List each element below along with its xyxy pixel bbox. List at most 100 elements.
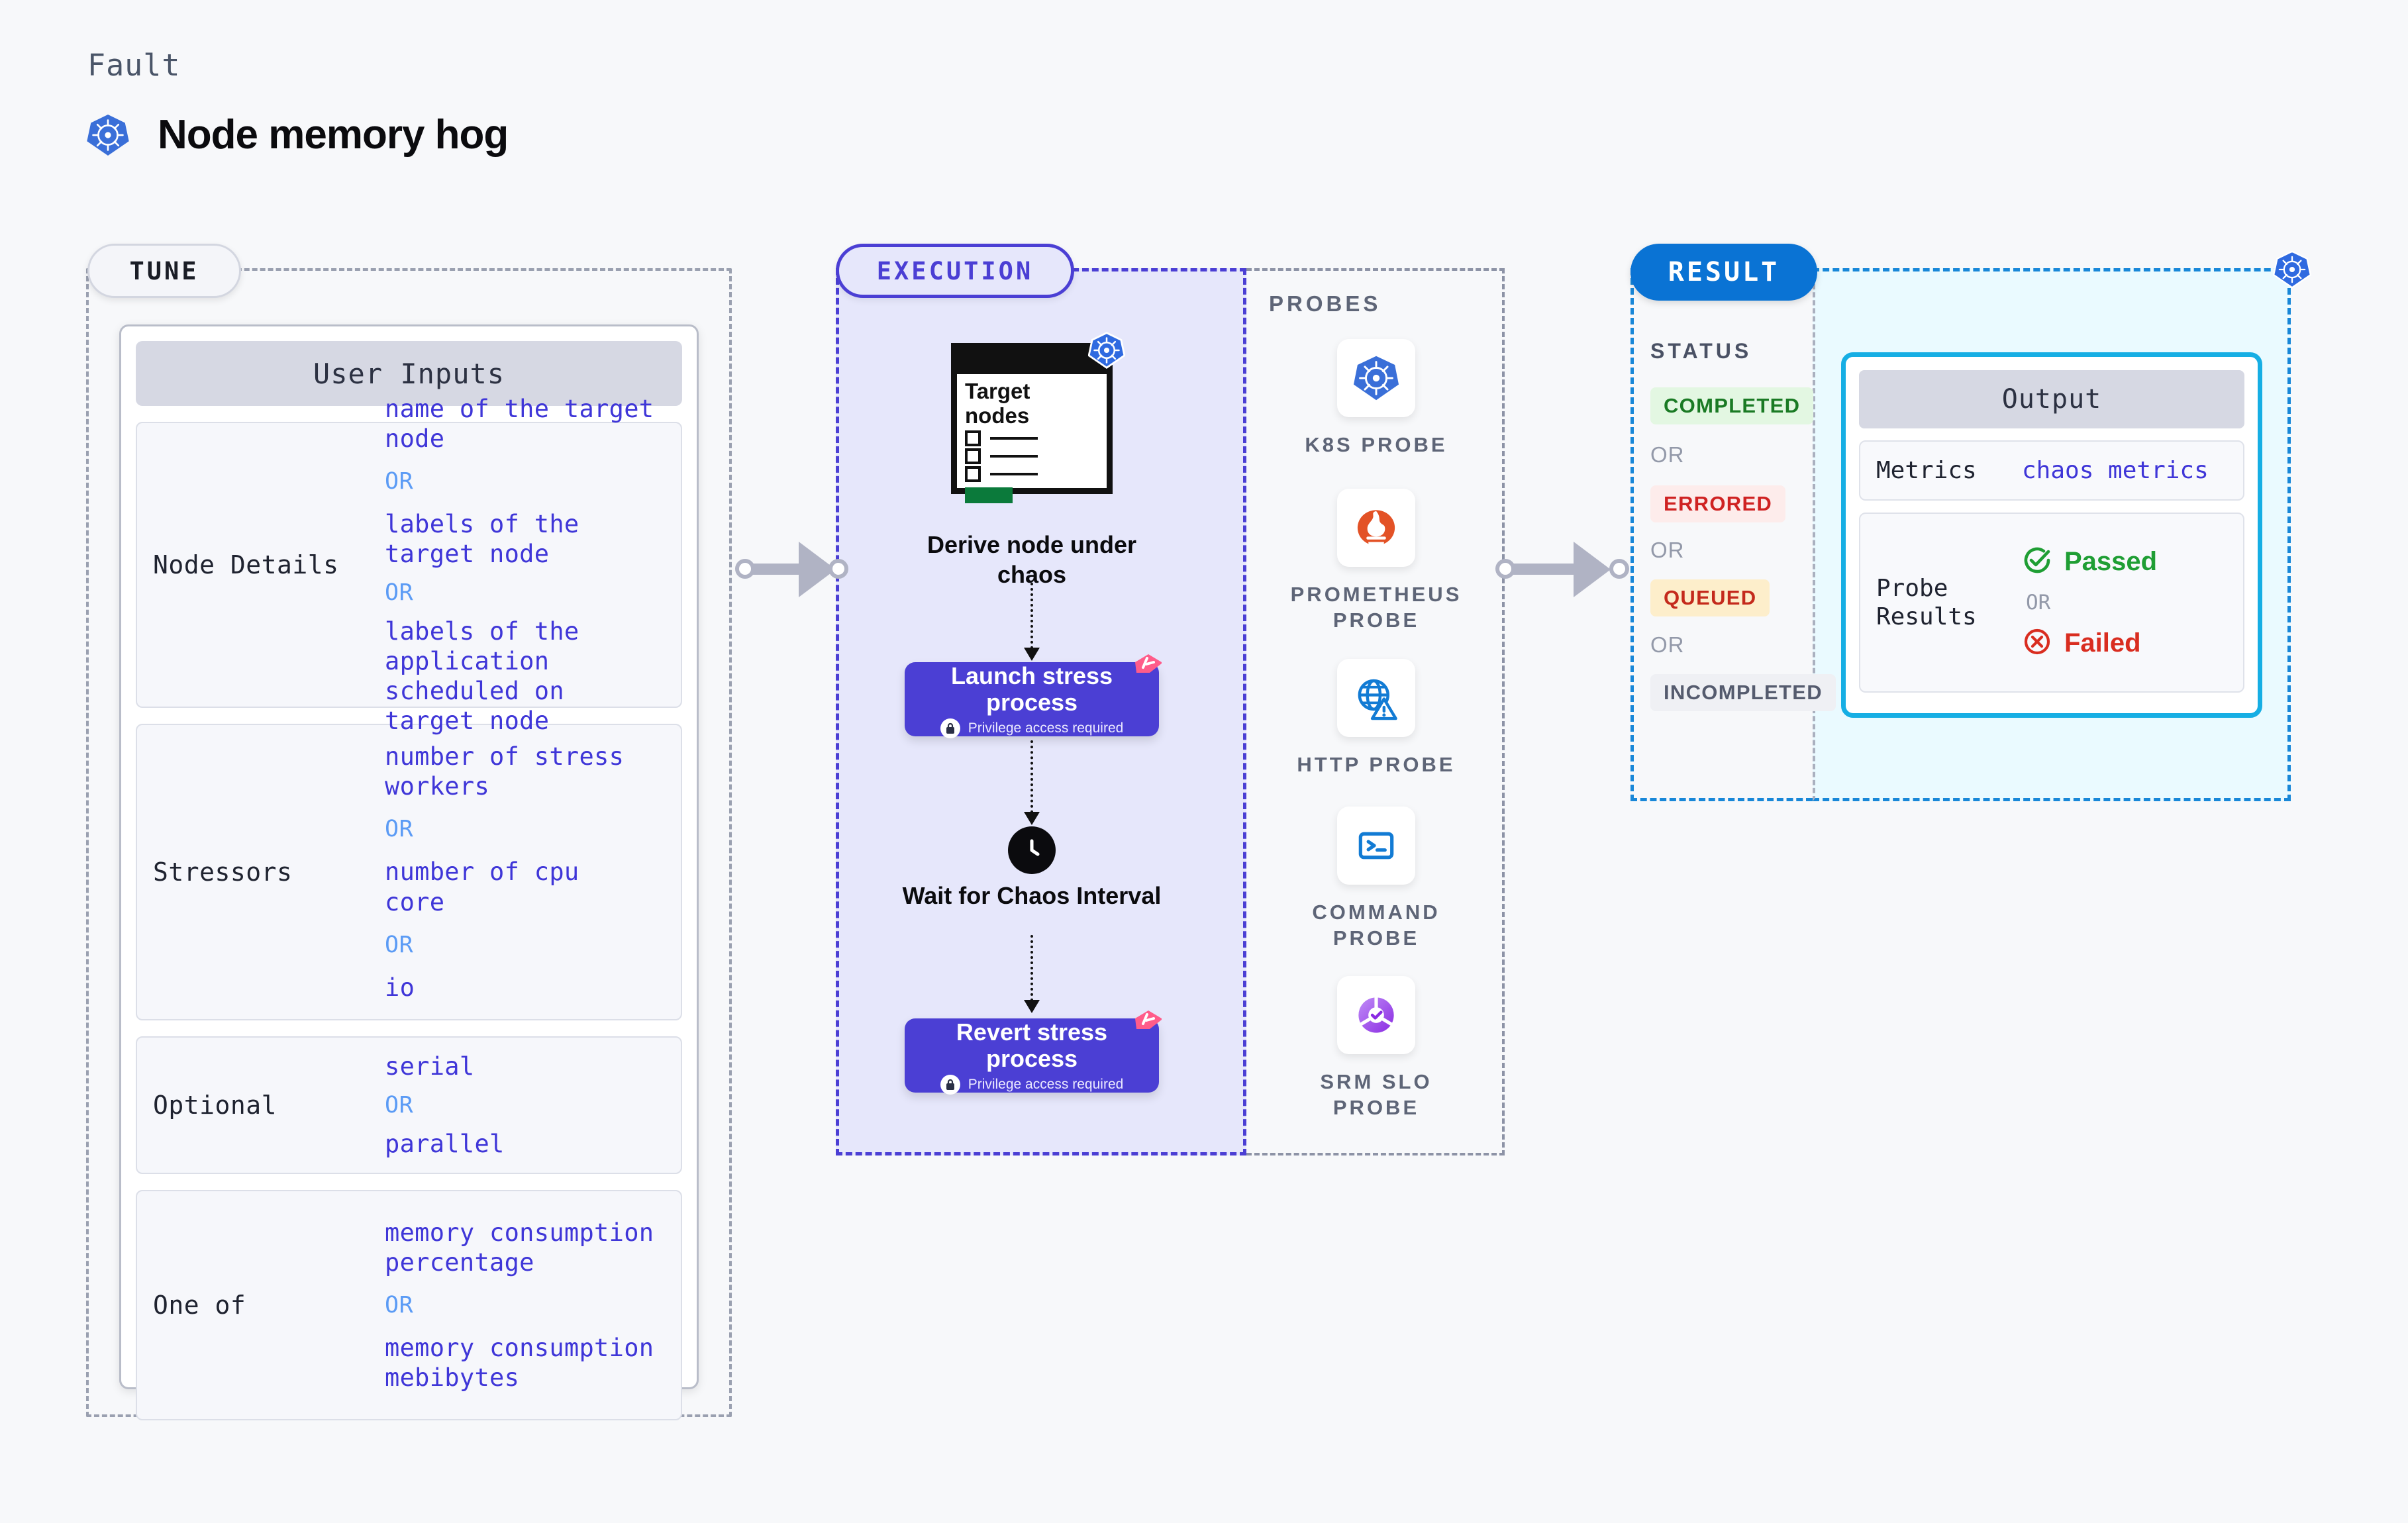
probe-result-label: Failed — [2064, 628, 2141, 658]
harness-icon — [1134, 653, 1163, 683]
row-value: number of stress workers — [385, 742, 625, 801]
probe-prometheus[interactable]: PROMETHEUS PROBE — [1277, 489, 1476, 633]
checklist-item — [957, 428, 1107, 446]
probe-srm-slo[interactable]: SRM SLO PROBE — [1277, 976, 1476, 1120]
probe-label: PROMETHEUS PROBE — [1277, 581, 1476, 633]
output-row-metrics[interactable]: Metrics chaos metrics — [1859, 440, 2244, 501]
probe-result-passed: Passed — [2022, 545, 2157, 579]
flow-arrow — [1030, 740, 1033, 813]
step-revert-stress-process[interactable]: Revert stress process Privilege access r… — [905, 1010, 1162, 1095]
step-title-2: process — [985, 689, 1078, 716]
or-separator: OR — [385, 467, 414, 495]
or-separator: OR — [385, 931, 414, 958]
harness-icon — [1134, 1009, 1163, 1039]
lock-icon — [940, 718, 960, 739]
probe-label: K8S PROBE — [1305, 433, 1448, 456]
step-label-derive-node: Derive node under chaos — [927, 531, 1137, 589]
row-label: Stressors — [153, 858, 293, 887]
row-value: serial — [385, 1052, 475, 1081]
check-circle-icon — [2022, 545, 2052, 579]
flow-arrow-head — [1024, 812, 1040, 825]
target-nodes-card: Target nodes — [951, 332, 1126, 503]
kubernetes-icon — [2272, 250, 2312, 292]
row-label: Probe Results — [1876, 575, 1977, 631]
user-inputs-title: User Inputs — [136, 341, 682, 406]
probe-label: HTTP PROBE — [1297, 753, 1456, 776]
probe-label-line1: COMMAND — [1312, 901, 1440, 924]
probe-command[interactable]: COMMAND PROBE — [1277, 807, 1476, 951]
tune-row-optional[interactable]: Optional serial OR parallel — [136, 1036, 682, 1174]
step-title-2: process — [985, 1045, 1078, 1072]
row-label: Optional — [153, 1091, 277, 1120]
or-separator: OR — [1650, 538, 1685, 562]
execution-section-pill[interactable]: EXECUTION — [836, 244, 1074, 298]
row-value: chaos metrics — [2022, 457, 2209, 485]
row-value: memory consumption mebibytes — [385, 1334, 654, 1393]
probe-label-line2: PROBE — [1332, 1096, 1420, 1120]
output-card: Output Metrics chaos metrics Probe Resul… — [1841, 352, 2262, 718]
clock-icon — [1008, 826, 1056, 874]
tune-row-node-details[interactable]: Node Details name of the target node OR … — [136, 395, 682, 735]
probe-http[interactable]: HTTP PROBE — [1277, 659, 1476, 777]
probe-k8s[interactable]: K8S PROBE — [1277, 339, 1476, 458]
row-label: Metrics — [1876, 457, 1977, 484]
status-badge-incompleted: INCOMPLETED — [1650, 674, 1836, 711]
row-value: labels of the target node — [385, 509, 579, 568]
probe-result-failed: Failed — [2022, 626, 2157, 660]
step-title: Launch stress — [950, 662, 1113, 689]
checkbox-icon — [965, 430, 981, 446]
flow-arrow-head — [1024, 648, 1040, 661]
row-value: parallel — [385, 1130, 505, 1158]
target-nodes-title: Target nodes — [965, 379, 1030, 428]
fault-title-row: Node memory hog — [86, 111, 509, 158]
status-badge-errored: ERRORED — [1650, 485, 1786, 522]
probe-label-line2: PROBE — [1332, 609, 1420, 632]
globe-warning-icon — [1337, 659, 1415, 737]
row-value: io — [385, 973, 415, 1002]
x-circle-icon — [2022, 626, 2052, 660]
page-title: Node memory hog — [158, 112, 509, 158]
tune-row-stressors[interactable]: Stressors number of stress workers OR nu… — [136, 724, 682, 1020]
status-badge-queued: QUEUED — [1650, 579, 1770, 616]
step-label-wait-chaos-interval: Wait for Chaos Interval — [902, 882, 1162, 909]
card-titlebar — [957, 349, 1107, 374]
connector-execution-to-result — [1495, 540, 1629, 599]
fault-kicker: Fault — [87, 48, 181, 83]
step-title: Revert stress — [956, 1018, 1108, 1046]
or-separator: OR — [385, 1292, 414, 1318]
status-badge-completed: COMPLETED — [1650, 387, 1814, 424]
probe-label-line1: SRM SLO — [1320, 1070, 1432, 1093]
probes-title: PROBES — [1269, 291, 1381, 316]
checkbox-icon — [965, 466, 981, 482]
kubernetes-icon — [1087, 332, 1126, 372]
probe-result-label: Passed — [2064, 547, 2158, 577]
or-separator: OR — [385, 579, 414, 606]
probe-label: COMMAND PROBE — [1277, 899, 1476, 951]
or-separator: OR — [1650, 442, 1685, 467]
kubernetes-icon — [1337, 339, 1415, 417]
output-row-probe-results[interactable]: Probe Results Passed OR — [1859, 513, 2244, 693]
user-inputs-card: User Inputs Node Details name of the tar… — [119, 324, 699, 1420]
row-label: Node Details — [153, 550, 339, 579]
flow-arrow-head — [1024, 1000, 1040, 1013]
step-launch-stress-process[interactable]: Launch stress process Privilege access r… — [905, 654, 1162, 739]
row-value: number of cpu core — [385, 858, 579, 916]
step-subtitle: Privilege access required — [968, 720, 1124, 736]
result-section-pill[interactable]: RESULT — [1630, 244, 1817, 301]
output-title: Output — [1859, 370, 2244, 428]
probe-label-line2: PROBE — [1332, 926, 1420, 950]
tune-section-pill[interactable]: TUNE — [87, 244, 241, 298]
or-separator: OR — [385, 816, 414, 843]
kubernetes-icon — [86, 113, 130, 157]
prometheus-icon — [1337, 489, 1415, 567]
or-separator: OR — [385, 1092, 414, 1118]
checkbox-icon — [965, 448, 981, 464]
tune-row-one-of[interactable]: One of memory consumption percentage OR … — [136, 1190, 682, 1420]
probe-label-line1: PROMETHEUS — [1290, 583, 1462, 606]
checklist-item — [957, 464, 1107, 482]
row-value: name of the target node — [385, 394, 654, 453]
row-value: memory consumption percentage — [385, 1218, 654, 1277]
flow-arrow — [1030, 935, 1033, 1001]
green-bar — [965, 487, 1013, 503]
